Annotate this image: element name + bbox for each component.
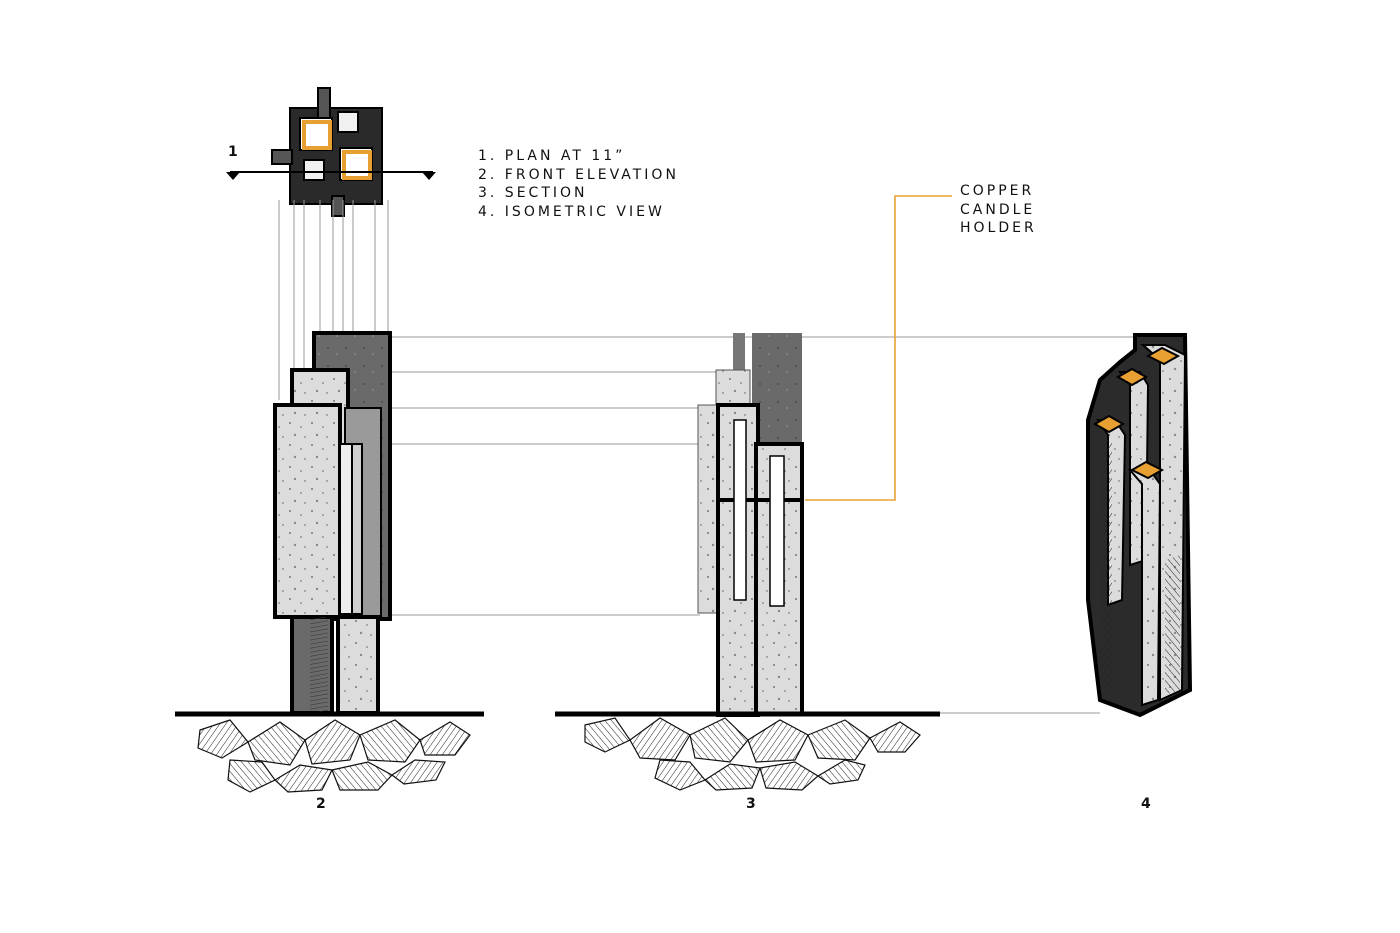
legend-item: 3. SECTION (478, 185, 588, 201)
section-view (555, 333, 940, 717)
view-label-isometric: 4 (1141, 796, 1154, 812)
callout-line: COPPER (960, 183, 1035, 199)
isometric-view (1086, 333, 1193, 718)
plan-label: 1 (228, 144, 241, 160)
ground-stones-section (584, 717, 921, 791)
ground-stones-elevation (197, 719, 471, 793)
callout-line: CANDLE (960, 202, 1036, 218)
legend-item: 1. PLAN AT 11” (478, 148, 626, 164)
legend-item: 4. ISOMETRIC VIEW (478, 204, 665, 220)
view-label-elevation: 2 (316, 796, 329, 812)
legend-item: 2. FRONT ELEVATION (478, 167, 679, 183)
callout-line: HOLDER (960, 220, 1037, 236)
plan-view (226, 87, 436, 217)
front-elevation (175, 331, 484, 717)
callout-leader (805, 195, 952, 501)
view-label-section: 3 (746, 796, 759, 812)
